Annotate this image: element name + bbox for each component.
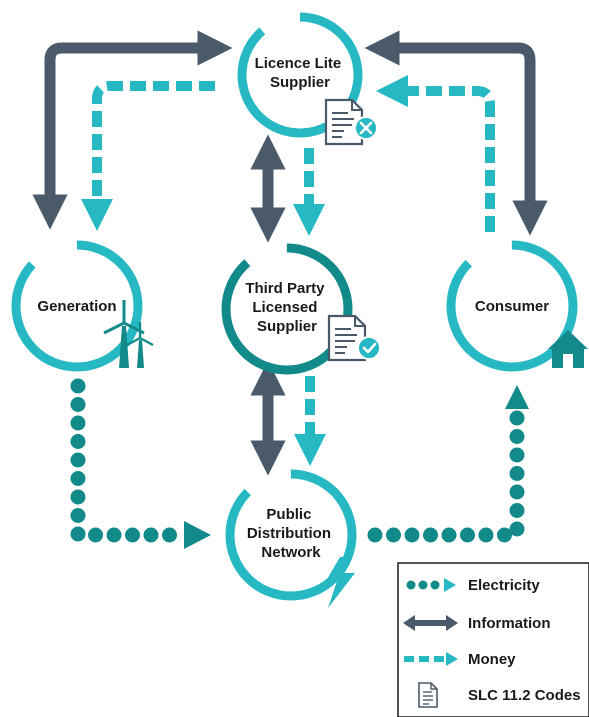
information-arrow-licence-consumer <box>364 30 548 236</box>
licence-lite-label-line-2: Supplier <box>270 74 330 91</box>
document-cross-icon <box>324 98 378 146</box>
consumer-label: Consumer <box>475 298 549 315</box>
legend-item-electricity: Electricity <box>406 577 540 594</box>
svg-text:Public Distribution: Public Distribution Network <box>247 506 335 561</box>
public-network-label-line-2: Distribution <box>247 525 331 542</box>
svg-text:Licence Lite Supplier: Licence Lite Supplier <box>255 55 346 91</box>
house-icon <box>548 330 588 368</box>
legend-money-label: Money <box>468 651 516 668</box>
public-network-label-line-3: Network <box>261 544 321 561</box>
node-generation: Generation <box>11 240 154 372</box>
licence-lite-label-line-1: Licence Lite <box>255 55 342 72</box>
legend-electricity-label: Electricity <box>468 577 540 594</box>
third-party-label-line-2: Licensed <box>252 299 317 316</box>
third-party-label-line-3: Supplier <box>257 318 317 335</box>
legend-item-money: Money <box>404 651 516 668</box>
legend: Electricity Information Money SLC 11.2 C… <box>397 562 589 717</box>
electricity-dots-network-consumer <box>367 408 525 543</box>
node-third-party-supplier: Third Party Licensed Supplier <box>221 243 381 375</box>
public-network-label-line-1: Public <box>266 506 311 523</box>
svg-text:Generation: Generation <box>37 298 116 315</box>
information-arrow-licence-generation <box>32 30 233 230</box>
node-public-distribution-network: Public Distribution Network <box>225 469 357 608</box>
node-licence-lite-supplier: Licence Lite Supplier <box>237 12 378 146</box>
third-party-label-line-1: Third Party <box>245 280 325 297</box>
legend-item-codes: SLC 11.2 Codes <box>418 682 581 708</box>
wind-turbine-icon <box>103 300 154 368</box>
money-arrow-consumer-licence <box>375 74 495 232</box>
electricity-arrowhead-network-consumer <box>505 385 529 409</box>
money-arrow-licence-generation <box>80 81 215 232</box>
electricity-arrowhead-generation-network <box>184 521 211 549</box>
electricity-dots-generation-network <box>70 378 178 543</box>
svg-text:Third Party Licensed: Third Party Licensed Supplier <box>245 280 328 335</box>
legend-item-information: Information <box>403 615 551 632</box>
legend-codes-label: SLC 11.2 Codes <box>468 687 581 704</box>
svg-text:Consumer: Consumer <box>475 298 549 315</box>
generation-label: Generation <box>37 298 116 315</box>
node-consumer: Consumer <box>446 240 588 372</box>
document-icon <box>418 682 438 708</box>
document-check-icon <box>327 314 381 362</box>
lightning-icon <box>326 557 355 608</box>
legend-information-label: Information <box>468 615 551 632</box>
